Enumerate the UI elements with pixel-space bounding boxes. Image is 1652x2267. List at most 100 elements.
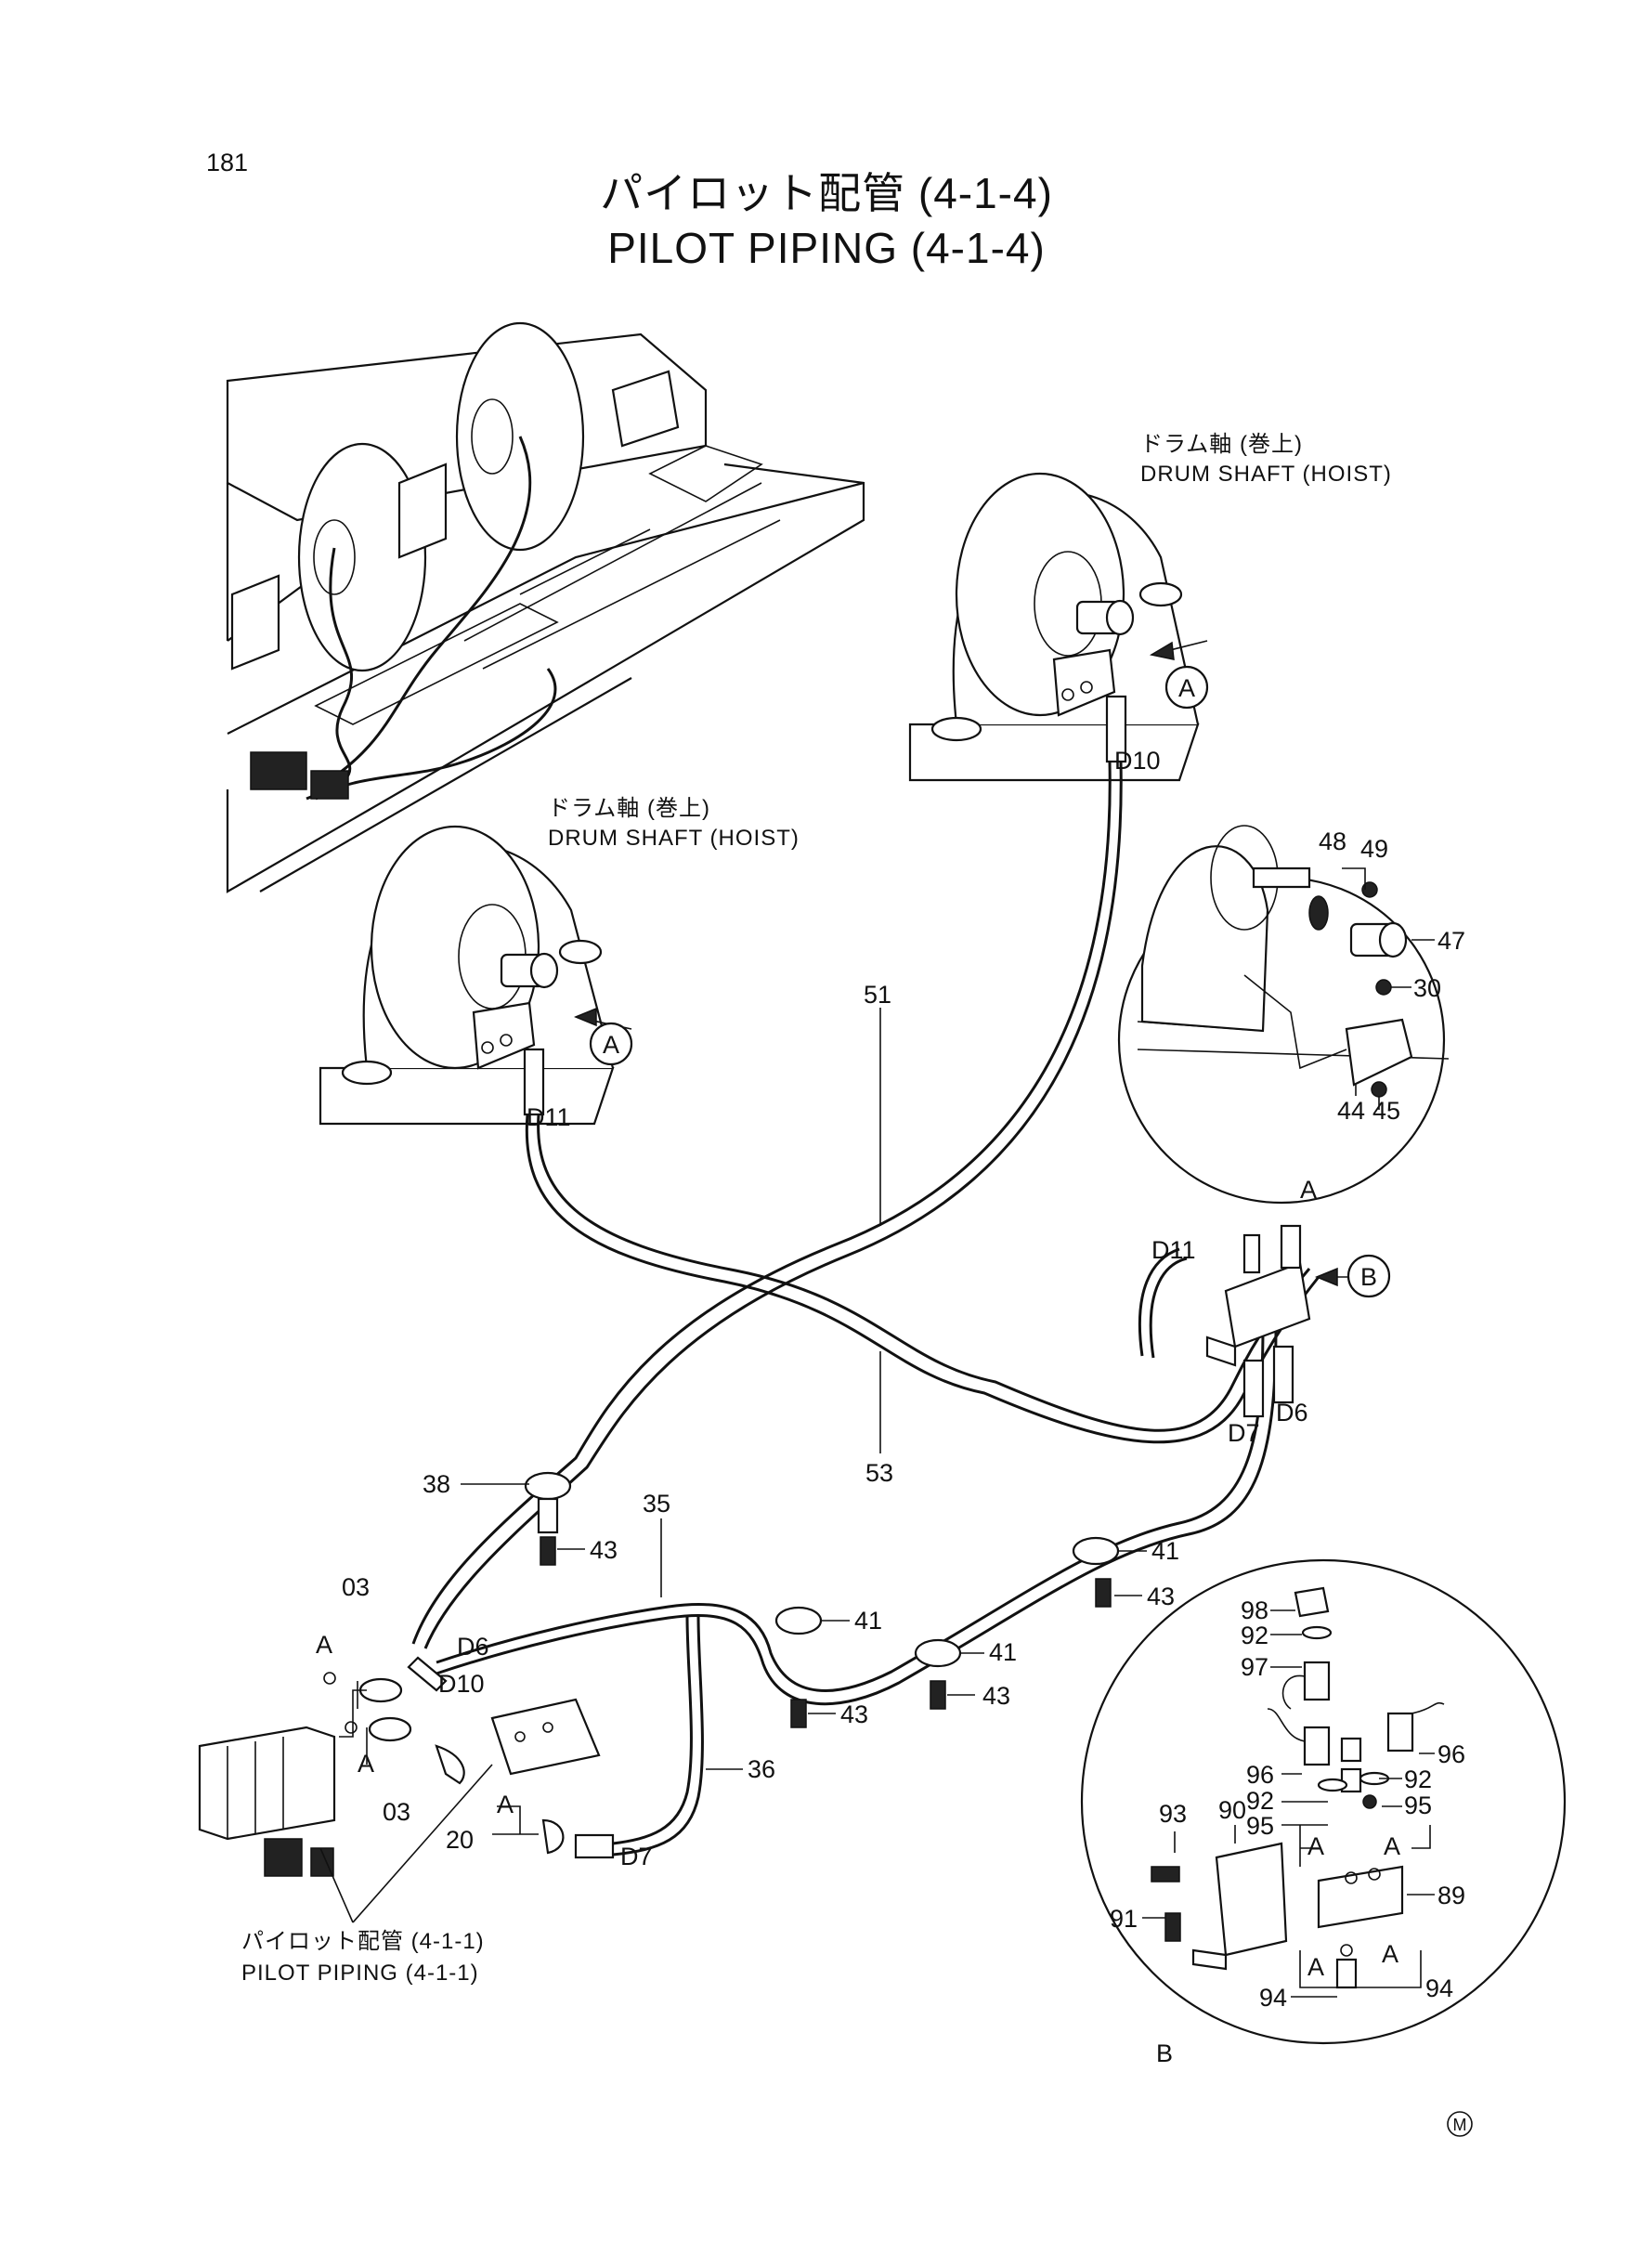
part-97: 97 <box>1241 1653 1268 1681</box>
callout-a-top <box>1164 665 1209 710</box>
detail-b-sa-3: A <box>1307 1953 1324 1981</box>
title-en: PILOT PIPING (4-1-4) <box>607 224 1046 272</box>
hose-size-d11-left: D11 <box>527 1103 571 1131</box>
drum-wheel-icon <box>297 442 427 672</box>
part-35: 35 <box>643 1490 670 1518</box>
bolt-hole-icon <box>930 716 982 742</box>
part-95-a: 95 <box>1404 1791 1432 1819</box>
part-20: 20 <box>446 1826 474 1854</box>
part-49: 49 <box>1360 835 1388 863</box>
caption-drum-shaft-left-en: DRUM SHAFT (HOIST) <box>548 826 800 851</box>
part-94-b: 94 <box>1425 1974 1453 2002</box>
mark-icon <box>1447 2111 1473 2137</box>
part-44: 44 <box>1337 1097 1365 1125</box>
page-number: 181 <box>206 149 248 176</box>
part-03-bottom: 03 <box>383 1798 410 1826</box>
callout-b <box>1346 1254 1391 1298</box>
part-93: 93 <box>1159 1800 1187 1828</box>
caption-drum-shaft-left-jp: ドラム軸 (巻上) <box>548 796 710 821</box>
main-part-labels: 51 53 38 35 43 41 43 41 43 41 43 36 <box>423 981 1179 1783</box>
elbow-fitting-icon <box>1280 1224 1302 1270</box>
sa-a-1: A <box>316 1631 332 1659</box>
cap-96-icon <box>1303 1726 1331 1766</box>
bolt-43-icon <box>930 1680 946 1710</box>
part-95-b: 95 <box>1246 1812 1274 1840</box>
part-92-a: 92 <box>1241 1622 1268 1649</box>
cap-96-icon <box>1386 1712 1414 1752</box>
hose-size-d7-right: D7 <box>1228 1419 1260 1447</box>
part-94-a: 94 <box>1259 1984 1287 2012</box>
nut-icon <box>1375 979 1392 996</box>
mark-letter: M <box>1453 2116 1467 2134</box>
part-30: 30 <box>1413 974 1441 1002</box>
bolt-43-icon <box>790 1699 807 1728</box>
svg-text:A: A <box>1178 674 1195 702</box>
manifold-icon <box>490 1698 601 1776</box>
part-47: 47 <box>1437 927 1465 955</box>
part-96-b: 96 <box>1437 1740 1465 1768</box>
elbow-98-icon <box>1294 1586 1330 1618</box>
hose-end-icon <box>407 1656 448 1692</box>
sa-a-3: A <box>497 1791 514 1818</box>
hose-size-d11-right: D11 <box>1151 1236 1196 1264</box>
svg-text:B: B <box>1360 1263 1377 1291</box>
bracket-90-icon <box>1215 1842 1288 1957</box>
clamp-41-icon <box>1072 1536 1120 1566</box>
part-96-a: 96 <box>1246 1761 1274 1789</box>
drum-shaft-left: A D11 <box>319 825 633 1131</box>
part-90: 90 <box>1218 1796 1246 1824</box>
bolt-43-icon <box>1095 1578 1112 1608</box>
detail-b-sa-4: A <box>1382 1940 1398 1968</box>
valve-block-icon <box>250 751 307 790</box>
fitting-03-icon <box>368 1716 412 1742</box>
detail-b-title: B <box>1156 2039 1173 2067</box>
part-48: 48 <box>1319 827 1346 855</box>
washer-icon <box>1308 895 1329 931</box>
detail-b-sa-2: A <box>1384 1832 1400 1860</box>
hose-size-d7-bottom: D7 <box>620 1843 653 1870</box>
clamp-38-icon <box>524 1471 572 1501</box>
part-53: 53 <box>865 1459 893 1487</box>
part-43-b: 43 <box>840 1700 868 1728</box>
bolt-hole-icon <box>1138 581 1183 607</box>
caption-drum-shaft-top-en: DRUM SHAFT (HOIST) <box>1140 462 1392 487</box>
caption-ref-jp: パイロット配管 (4-1-1) <box>241 1929 485 1954</box>
callout-a-left <box>589 1022 633 1066</box>
machine-frame <box>226 321 865 893</box>
svg-text:A: A <box>603 1031 619 1059</box>
elbow-20-icon <box>541 1818 565 1855</box>
hose-fitting-icon <box>1105 695 1127 763</box>
caption-ref-en: PILOT PIPING (4-1-1) <box>241 1961 479 1986</box>
part-41-c: 41 <box>1151 1537 1179 1565</box>
o-ring-icon <box>1317 1778 1348 1792</box>
fitting-94-icon <box>1335 1958 1358 1989</box>
hose-end-icon <box>574 1833 615 1859</box>
o-ring-icon <box>1301 1625 1333 1640</box>
drum-shaft-top: A D10 <box>908 472 1209 782</box>
adapter-97-icon <box>1303 1661 1331 1701</box>
fitting-icon <box>1340 1737 1362 1763</box>
caption-drum-shaft-top-jp: ドラム軸 (巻上) <box>1140 432 1303 457</box>
part-41-a: 41 <box>854 1607 882 1635</box>
hose-end-icon <box>435 1744 465 1785</box>
fitting-icon <box>1242 1233 1261 1274</box>
part-92-c: 92 <box>1246 1787 1274 1815</box>
hose-fitting-icon <box>1272 1345 1294 1404</box>
hose-size-d6-right: D6 <box>1276 1399 1308 1427</box>
clamps <box>524 1471 1120 1728</box>
hose-size-d10-left: D10 <box>438 1670 485 1698</box>
part-36: 36 <box>748 1755 775 1783</box>
valve-assembly: 03 A A 03 A 20 D6 D10 D7 <box>198 1573 653 1923</box>
part-92-b: 92 <box>1404 1765 1432 1793</box>
bolt-43-icon <box>540 1536 556 1566</box>
block-b: B D11 D7 D6 <box>1151 1224 1391 1447</box>
detail-a-title: A <box>1300 1176 1317 1204</box>
part-91: 91 <box>1110 1905 1138 1933</box>
part-43-a: 43 <box>590 1536 618 1564</box>
part-98: 98 <box>1241 1596 1268 1624</box>
hose-size-d6-left: D6 <box>457 1633 489 1661</box>
part-41-b: 41 <box>989 1638 1017 1666</box>
bolt-91-icon <box>1164 1912 1181 1942</box>
block-89-icon <box>1317 1865 1404 1929</box>
